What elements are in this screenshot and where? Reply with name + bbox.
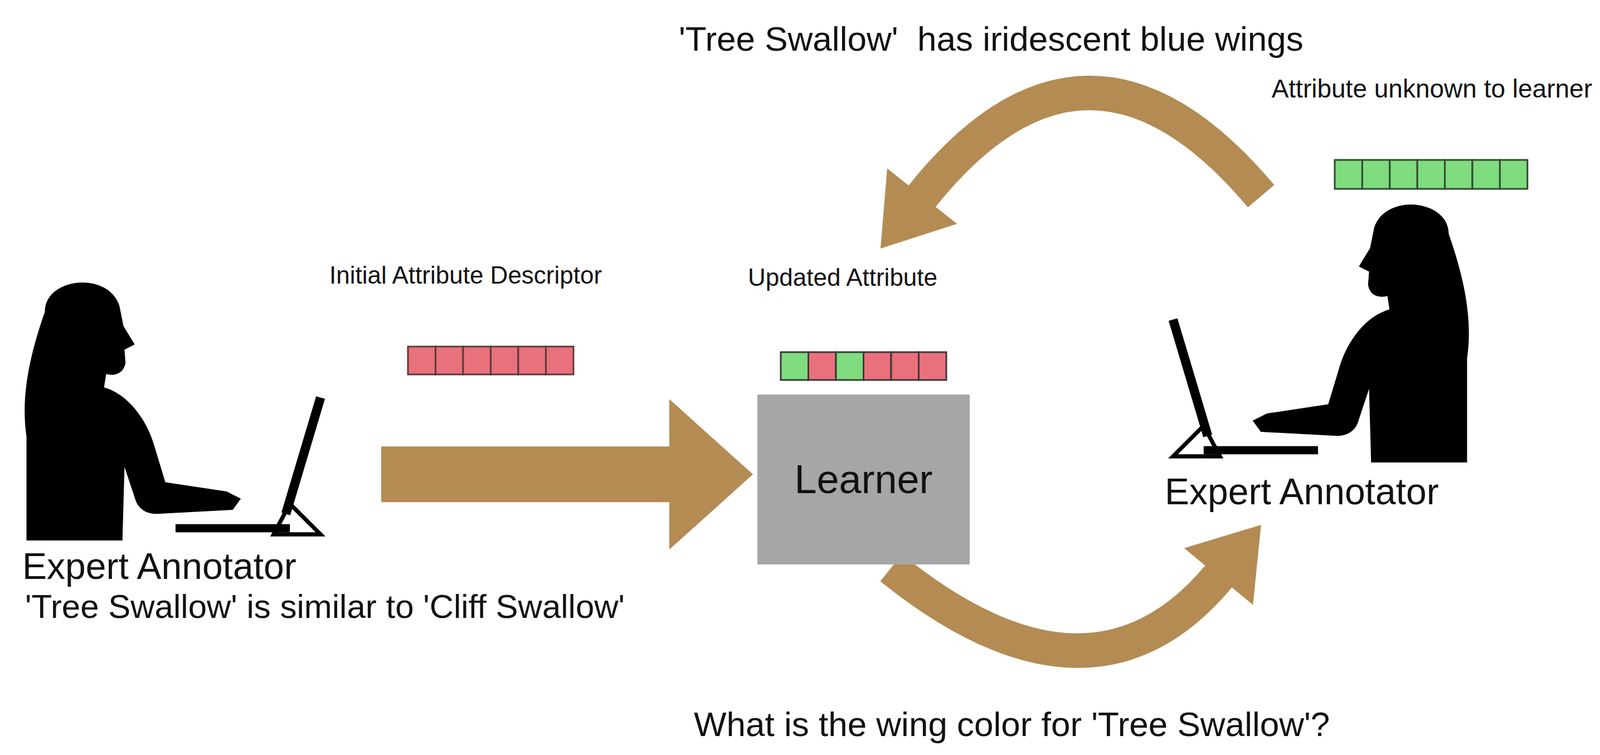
arrow-shaft (891, 567, 1220, 651)
annotator-silhouette (1164, 195, 1472, 463)
bar-caption: Initial Attribute Descriptor (329, 261, 602, 289)
flow-arrow (381, 399, 753, 550)
flow-arrow (880, 93, 1262, 249)
annotator-node: Expert Annotator (1164, 195, 1522, 519)
arrow-head (669, 399, 753, 550)
arrow-shaft (381, 446, 672, 503)
role-caption: Expert Annotator (22, 546, 297, 587)
answer-text: 'Tree Swallow' has iridescent blue wings (678, 20, 1304, 58)
feedback-text: 'Tree Swallow' is similar to 'Cliff Swal… (25, 588, 625, 626)
annotator-silhouette (22, 273, 329, 541)
box-title: Learner (794, 457, 933, 502)
query-text: What is the wing color for 'Tree Swallow… (693, 705, 1330, 744)
initial-attribute-bar (407, 346, 574, 375)
note-text: Attribute unknown to learner (1271, 74, 1593, 104)
learner-box: Learner (757, 394, 970, 565)
known-attribute-bar (1334, 159, 1528, 189)
annotator-node: Expert Annotator (22, 273, 379, 586)
arrow-shaft (920, 93, 1262, 198)
arrow-head (1184, 524, 1262, 605)
role-caption: Expert Annotator (1164, 471, 1439, 513)
bar-caption: Updated Attribute (747, 264, 938, 291)
updated-attribute-bar (780, 352, 947, 381)
arrow-head (880, 168, 957, 249)
